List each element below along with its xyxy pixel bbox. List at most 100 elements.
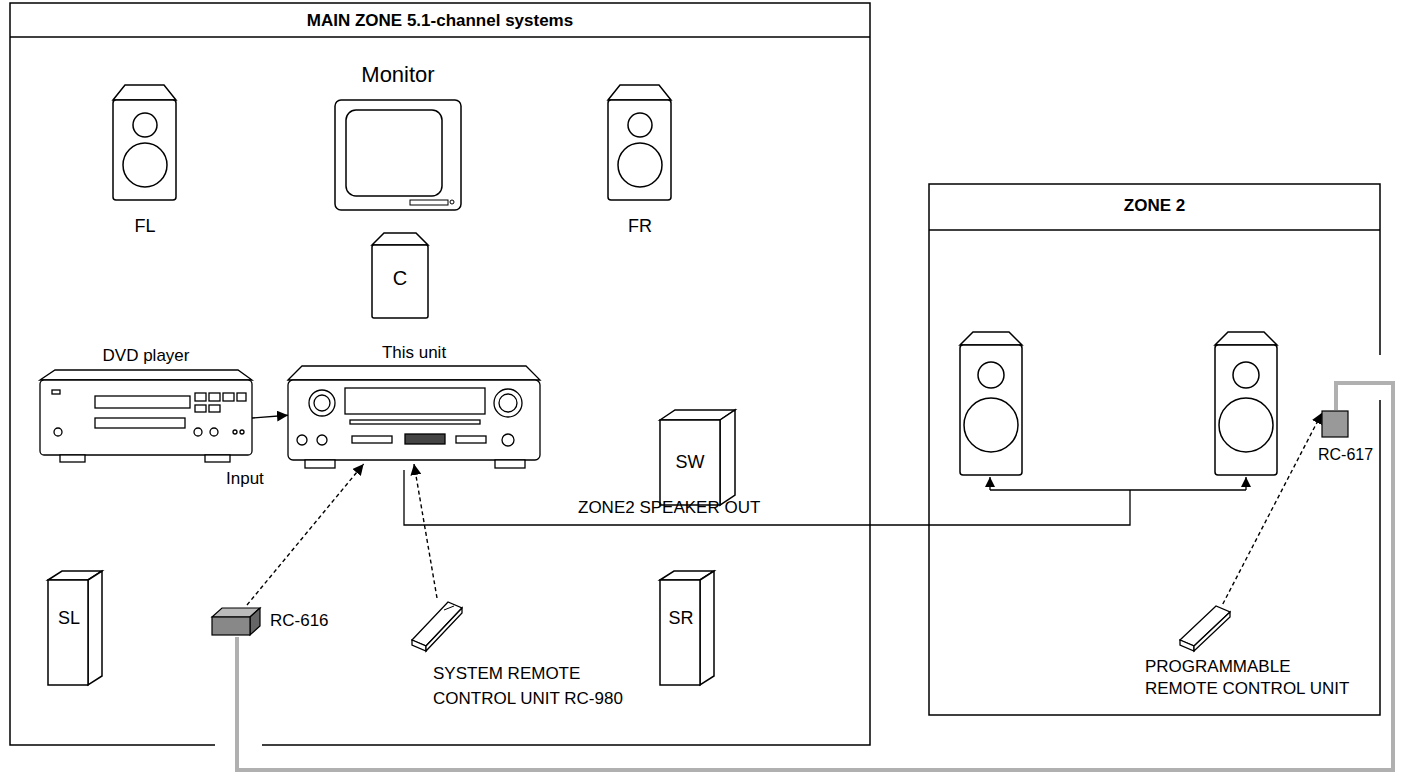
- ir-receiver: [1322, 411, 1348, 437]
- node-label: C: [372, 267, 428, 289]
- speaker: [608, 85, 671, 200]
- zone-panel: MAIN ZONE 5.1-channel systemsFL MonitorFR…: [10, 3, 870, 745]
- monitor: [450, 200, 454, 204]
- ir-repeater: [250, 608, 260, 635]
- surround-speaker: SL: [48, 580, 90, 686]
- node-label: RC-616: [270, 610, 360, 632]
- av-receiver: [288, 380, 540, 460]
- av-receiver: [405, 434, 445, 444]
- wire-label: ZONE2 SPEAKER OUT: [578, 497, 760, 519]
- speaker: [628, 113, 652, 137]
- zone-frame: [929, 229, 1380, 231]
- zone-frame: [10, 3, 870, 745]
- node-label: DVD player: [46, 345, 246, 367]
- av-receiver: [305, 460, 335, 468]
- surround-speaker: SR: [660, 580, 702, 686]
- dvd-player: [194, 428, 202, 436]
- subwoofer: [660, 410, 735, 505]
- speaker-wire: [404, 470, 1130, 525]
- dvd-player: DVD player: [40, 372, 252, 464]
- subwoofer: SW: [660, 420, 720, 506]
- node-label: PROGRAMMABLE REMOTE CONTROL UNIT: [1145, 656, 1355, 700]
- speaker: [1233, 362, 1259, 388]
- node-label: Monitor: [308, 64, 488, 86]
- dvd-player: [95, 418, 185, 428]
- speaker: [608, 100, 671, 200]
- monitor: [335, 100, 461, 210]
- av-receiver: [350, 420, 480, 424]
- speaker: [608, 85, 671, 100]
- monitor: [335, 100, 461, 210]
- node-label: SL: [48, 607, 90, 629]
- center-speaker: [372, 233, 428, 245]
- ir-signal: [247, 464, 364, 605]
- speaker-wire: [990, 489, 1246, 490]
- av-receiver: [314, 395, 330, 411]
- speaker: [1215, 332, 1277, 475]
- av-receiver: This unit: [288, 372, 540, 464]
- speaker-wire: [989, 477, 990, 490]
- node-label: RC-617: [1318, 444, 1380, 466]
- av-receiver: [352, 436, 392, 443]
- zone-title: MAIN ZONE 5.1-channel systems: [10, 10, 870, 32]
- dvd-player: [237, 393, 246, 401]
- remote-control: SYSTEM REMOTE CONTROL UNIT RC-980: [410, 598, 464, 652]
- speaker: [978, 362, 1004, 388]
- node-label: FL: [85, 215, 205, 237]
- remote-control: [1180, 640, 1194, 651]
- speaker: [618, 143, 662, 187]
- control-cable: [237, 383, 1393, 770]
- av-receiver: [288, 366, 540, 380]
- surround-speaker: [700, 571, 714, 685]
- remote-control: [412, 640, 426, 651]
- ir-signal: [1223, 413, 1322, 604]
- dvd-player: [52, 390, 60, 394]
- remote-control: [426, 608, 462, 651]
- center-speaker: [372, 245, 428, 318]
- surround-speaker: [660, 571, 714, 685]
- dvd-player: [223, 393, 234, 401]
- signal-wire: [252, 415, 288, 418]
- dvd-player: [95, 396, 190, 408]
- ir-repeater: RC-616: [212, 605, 262, 637]
- ir-receiver: [1322, 411, 1348, 437]
- zone-frame: [10, 36, 870, 38]
- speaker-wire: [404, 470, 1246, 525]
- ir-repeater: [212, 617, 250, 635]
- dvd-player: [40, 370, 252, 462]
- dvd-player: [195, 393, 206, 401]
- monitor: [410, 200, 448, 205]
- remote-control: [444, 606, 454, 610]
- dvd-player: [209, 393, 220, 401]
- ir-repeater: [212, 608, 260, 635]
- speaker: [960, 332, 1022, 345]
- surround-speaker: [48, 571, 102, 685]
- signal-label: Input: [226, 468, 264, 490]
- zone-frame: [929, 184, 1380, 715]
- center-speaker: C: [372, 245, 428, 319]
- av-receiver: [495, 460, 525, 468]
- zone-panel: ZONE 2 RC-617PROGRAMMABLE REMOTE CONTROL …: [929, 184, 1380, 715]
- av-receiver: [345, 388, 485, 414]
- speaker-wire: [1245, 477, 1246, 490]
- node-label: This unit: [344, 342, 484, 364]
- remote-control: PROGRAMMABLE REMOTE CONTROL UNIT: [1178, 604, 1234, 652]
- speaker: [133, 113, 157, 137]
- node-label: SW: [660, 451, 720, 473]
- speaker: FL: [113, 85, 177, 201]
- speaker: [1215, 345, 1277, 475]
- dvd-player: [40, 380, 252, 455]
- dvd-player: [54, 428, 62, 436]
- speaker: [113, 85, 176, 100]
- speaker: [960, 345, 1022, 475]
- speaker: [1219, 398, 1273, 452]
- speaker: [1215, 332, 1277, 345]
- node-label: SR: [660, 607, 702, 629]
- monitor: [346, 110, 442, 196]
- speaker: [964, 398, 1018, 452]
- zone-title: ZONE 2: [929, 195, 1380, 217]
- remote-control: [1194, 612, 1230, 651]
- speaker: FR: [608, 85, 672, 201]
- speaker: [960, 332, 1022, 475]
